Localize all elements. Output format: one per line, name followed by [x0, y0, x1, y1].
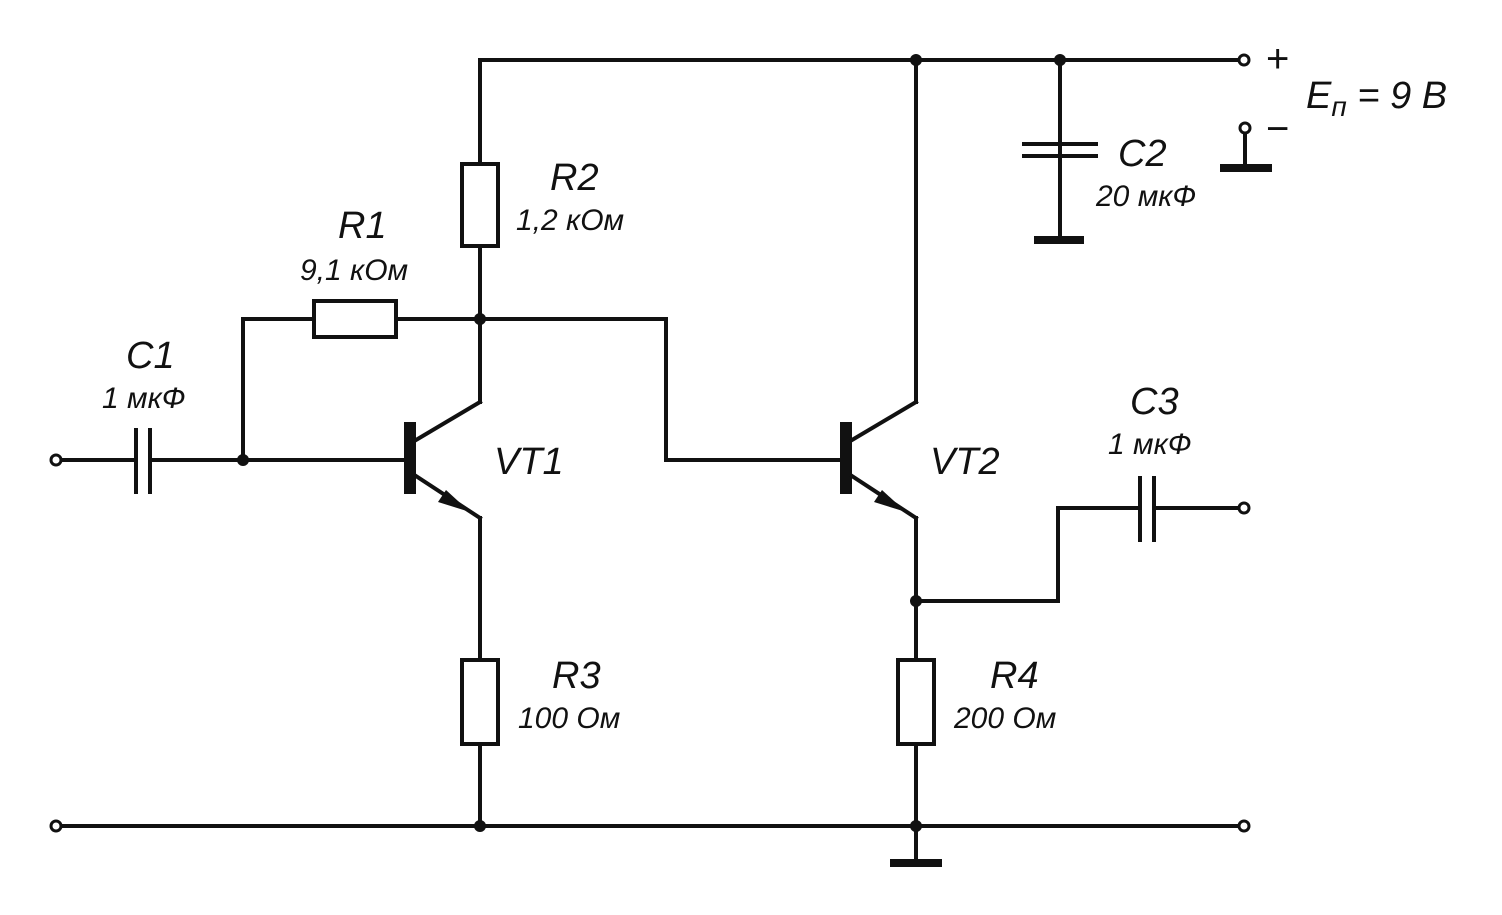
vt1-emitter-arrow — [438, 490, 470, 512]
label-c3-name: C3 — [1130, 381, 1179, 423]
label-c1-value: 1 мкФ — [102, 382, 186, 415]
terminal-output — [1237, 501, 1251, 515]
label-supply-plus: + — [1266, 37, 1289, 81]
transistor-vt1 — [404, 399, 483, 521]
label-c1-name: C1 — [126, 335, 175, 377]
ground-symbols — [890, 164, 1272, 867]
ground-symbol-main — [890, 859, 942, 867]
label-c3-value: 1 мкФ — [1108, 428, 1192, 461]
label-r4-name: R4 — [990, 655, 1039, 697]
terminal-ground-right — [1237, 819, 1251, 833]
capacitor-c2 — [1022, 142, 1098, 158]
label-r2-value: 1,2 кОм — [516, 204, 624, 237]
terminal-supply-plus — [1237, 53, 1251, 67]
terminals — [49, 53, 1252, 833]
wire-emitter-to-c3 — [914, 506, 1142, 603]
capacitor-c3 — [1138, 476, 1156, 542]
label-r4-value: 200 Ом — [953, 702, 1056, 735]
supply-value: = 9 В — [1347, 75, 1447, 117]
label-r3-name: R3 — [552, 655, 601, 697]
terminal-input — [49, 453, 63, 467]
label-r1-value: 9,1 кОм — [300, 254, 408, 287]
label-r2-name: R2 — [550, 157, 599, 199]
wire-r1-to-vt2-base — [394, 317, 848, 462]
supply-symbol: E — [1306, 75, 1332, 117]
junction-dots — [237, 54, 1066, 832]
vt2-emitter-arrow — [874, 490, 906, 512]
ground-symbol-supply — [1220, 164, 1272, 172]
label-r1-name: R1 — [338, 205, 387, 247]
transistor-vt2 — [840, 399, 919, 521]
capacitor-c1 — [134, 428, 152, 494]
resistor-r3 — [460, 658, 500, 746]
wire-r1-feedback — [241, 317, 316, 462]
resistor-r2 — [460, 162, 500, 248]
ground-symbol-c2 — [1034, 236, 1084, 244]
resistor-r4 — [896, 658, 936, 746]
label-c2-value: 20 мкФ — [1095, 180, 1196, 213]
label-supply-minus: − — [1266, 107, 1289, 151]
label-vt1-name: VT1 — [494, 441, 564, 483]
label-vt2-name: VT2 — [930, 441, 1000, 483]
label-c2-name: C2 — [1118, 133, 1167, 175]
resistor-r1 — [312, 299, 398, 339]
terminal-supply-minus — [1238, 121, 1252, 135]
label-r3-value: 100 Ом — [518, 702, 620, 735]
terminal-ground-left — [49, 819, 63, 833]
supply-subscript: п — [1331, 91, 1346, 122]
label-supply-voltage: Eп = 9 В — [1306, 75, 1447, 122]
wires — [54, 58, 1247, 862]
